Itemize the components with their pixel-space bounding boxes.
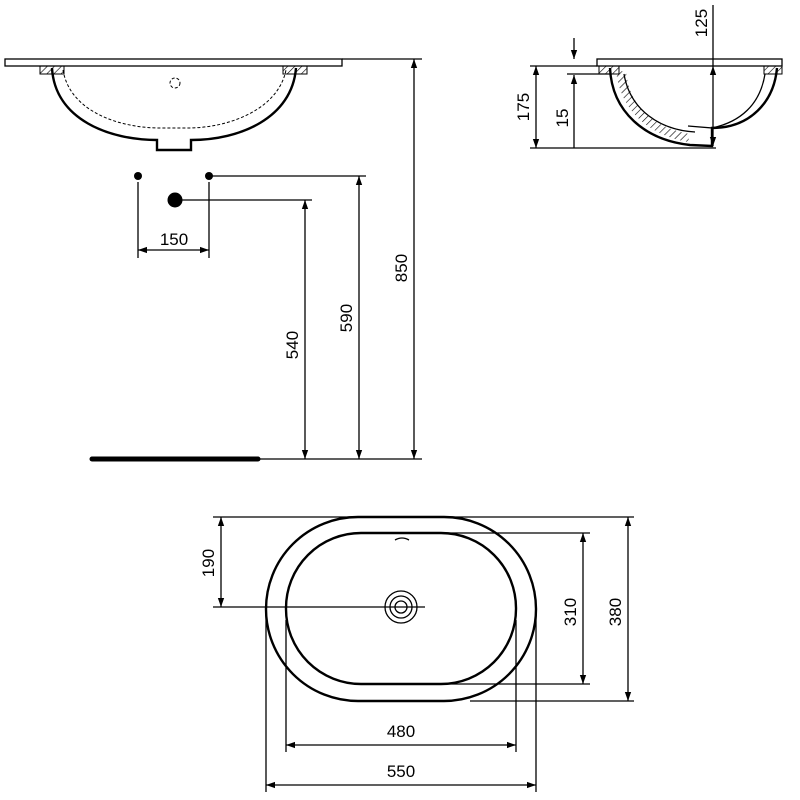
front-elevation-view: 150 540 590 850 (4, 58, 422, 462)
side-section-view: 175 15 125 (514, 5, 783, 149)
plan-extension-lines (213, 516, 634, 792)
dim-label-inner-depth: 310 (561, 598, 580, 626)
dim-label-outer-width: 550 (387, 762, 415, 781)
basin-bowl-front (50, 67, 298, 152)
overflow-slot (394, 537, 410, 541)
dim-label-drain-offset: 190 (199, 549, 218, 577)
basin-bowl-side (608, 67, 779, 148)
dim-label-rim-thickness: 15 (553, 109, 572, 128)
basin-outer-outline (264, 515, 538, 703)
plan-view: 190 310 380 480 550 (199, 515, 634, 792)
drain-symbol (213, 590, 425, 624)
dim-label-inner-width: 480 (387, 722, 415, 741)
tap-point-left (134, 172, 142, 180)
dim-label-tap-height: 590 (337, 304, 356, 332)
dim-label-tap-spacing: 150 (160, 230, 188, 249)
basin-inner-outline (284, 531, 518, 686)
dim-label-waste-height: 540 (283, 331, 302, 359)
countertop (4, 58, 343, 75)
dim-label-outer-depth: 380 (606, 598, 625, 626)
dim-label-basin-depth: 125 (692, 9, 711, 37)
dim-label-overall-height: 850 (392, 254, 411, 282)
overflow-hole (169, 77, 181, 89)
dim-label-total-depth: 175 (514, 93, 533, 121)
side-extension-lines (530, 65, 716, 149)
extension-lines (137, 58, 422, 460)
